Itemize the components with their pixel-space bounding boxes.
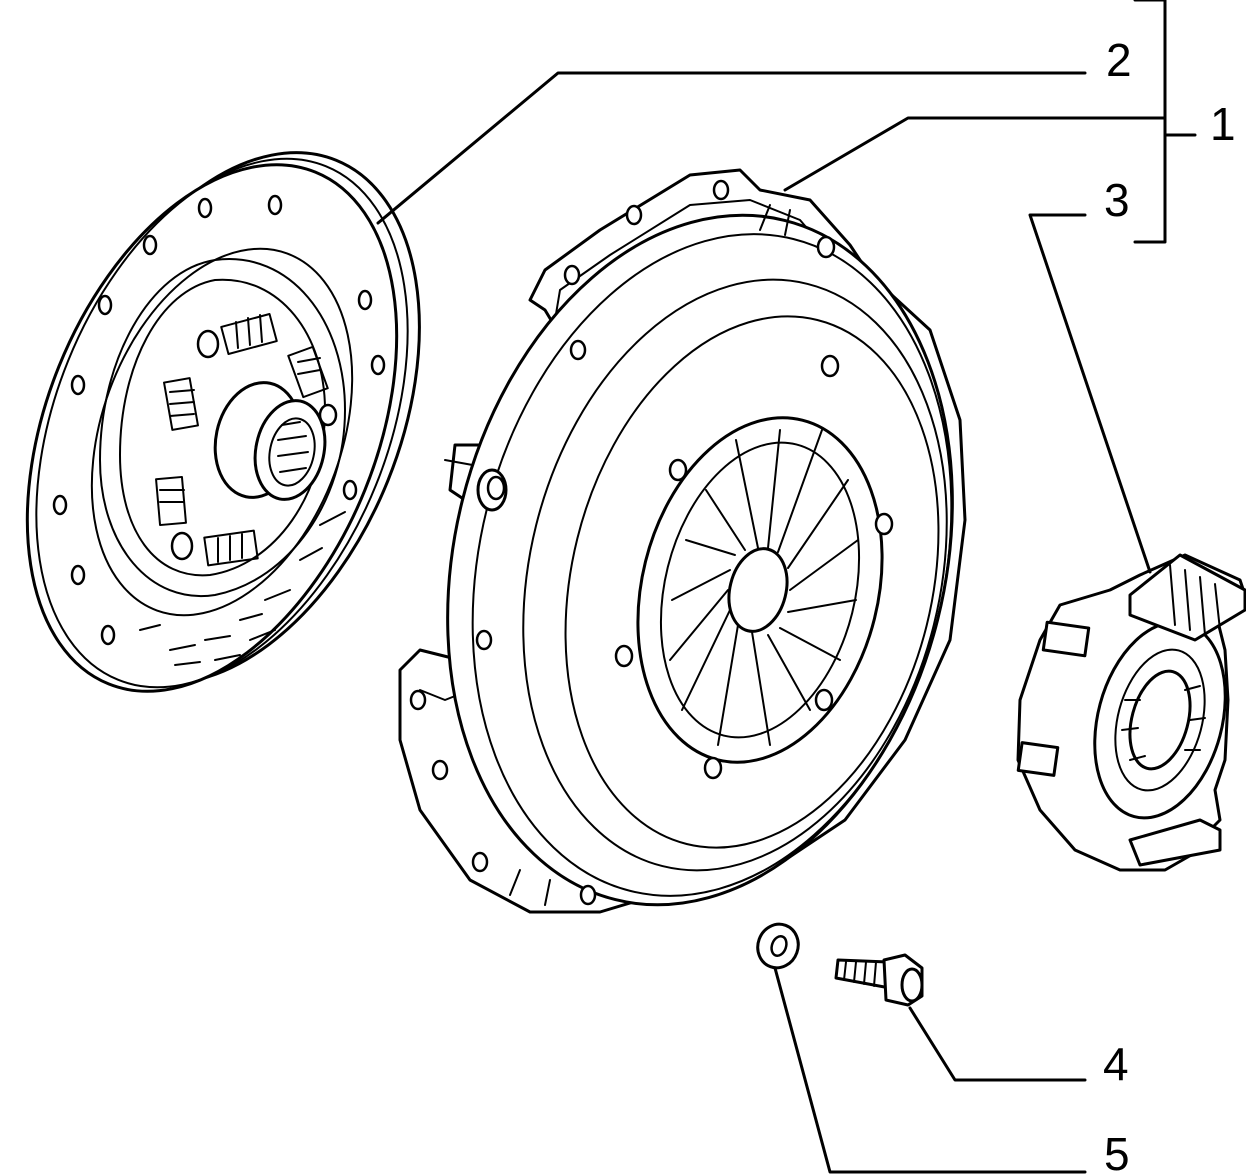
leader-lines [376, 0, 1197, 1174]
washer [756, 922, 800, 970]
disc-rivet-holes [52, 194, 386, 646]
pressure-plate-cover [398, 168, 967, 914]
disc-damper-springs [155, 313, 329, 567]
disc-lining-pattern [139, 511, 346, 666]
bolt [834, 953, 924, 1007]
cover-bolt-holes [409, 179, 894, 906]
callout-2: 2 [1106, 34, 1132, 86]
callout-5: 5 [1104, 1128, 1130, 1174]
release-bearing [1016, 553, 1246, 872]
callout-1: 1 [1210, 98, 1236, 150]
callout-3: 3 [1104, 174, 1130, 226]
callout-4: 4 [1103, 1038, 1129, 1090]
disc-splined-hub [213, 381, 327, 501]
diaphragm-fingers [669, 429, 859, 746]
cover-dowel-pin [476, 468, 508, 512]
clutch-disc [25, 151, 421, 693]
